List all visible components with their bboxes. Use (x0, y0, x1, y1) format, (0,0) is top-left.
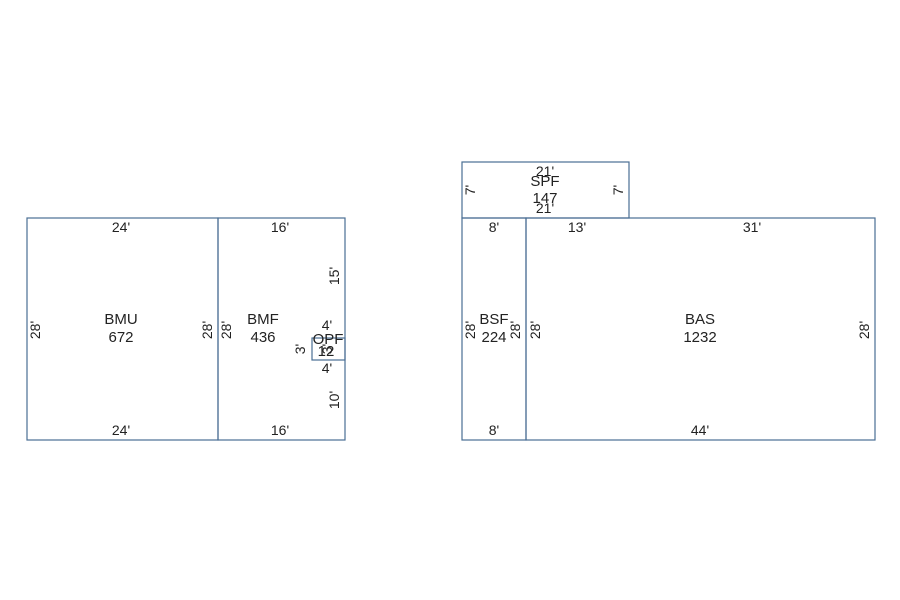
spf-right-dimension: 7' (610, 185, 626, 195)
bmf-top-dimension: 16' (271, 219, 289, 235)
opf-right-dimension: 3' (319, 344, 335, 354)
bsf-right-dimension: 28' (507, 321, 523, 339)
room-bas-outline (525, 217, 876, 441)
bmf-area-label: 436 (250, 329, 275, 346)
opf-left-dimension: 3' (292, 344, 308, 354)
bas-area-label: 1232 (683, 329, 716, 346)
room-opf-outline (311, 337, 346, 361)
bsf-top-dimension: 8' (489, 219, 499, 235)
bmf-code-label: BMF (247, 311, 279, 328)
bmf-right-upper-dimension: 15' (326, 267, 342, 285)
bas-bottom-dimension: 44' (691, 422, 709, 438)
bas-top-left-dimension: 13' (568, 219, 586, 235)
bas-top-right-dimension: 31' (743, 219, 761, 235)
bmf-bottom-dimension: 16' (271, 422, 289, 438)
spf-code-label: SPF (530, 173, 559, 190)
opf-top-dimension: 4' (322, 317, 332, 333)
bsf-area-label: 224 (481, 329, 506, 346)
bas-code-label: BAS (685, 311, 715, 328)
bmu-left-dimension: 28' (27, 321, 43, 339)
bmf-right-lower-dimension: 10' (326, 391, 342, 409)
opf-area-label: 12 (318, 343, 335, 360)
bas-left-dimension: 28' (527, 321, 543, 339)
spf-top-dimension: 21' (536, 163, 554, 179)
bmu-area-label: 672 (108, 329, 133, 346)
bmu-code-label: BMU (104, 311, 137, 328)
bsf-code-label: BSF (479, 311, 508, 328)
room-bmf-outline (217, 217, 346, 441)
bsf-left-dimension: 28' (462, 321, 478, 339)
spf-left-dimension: 7' (462, 185, 478, 195)
bsf-bottom-dimension: 8' (489, 422, 499, 438)
spf-area-label: 147 (532, 190, 557, 207)
bas-right-dimension: 28' (856, 321, 872, 339)
spf-bottom-dimension: 21' (536, 200, 554, 216)
bmf-left-dimension: 28' (218, 321, 234, 339)
bmu-bottom-dimension: 24' (112, 422, 130, 438)
bmu-top-dimension: 24' (112, 219, 130, 235)
opf-code-label: OPF (313, 331, 344, 348)
opf-bottom-dimension: 4' (322, 360, 332, 376)
bmu-right-dimension: 28' (199, 321, 215, 339)
